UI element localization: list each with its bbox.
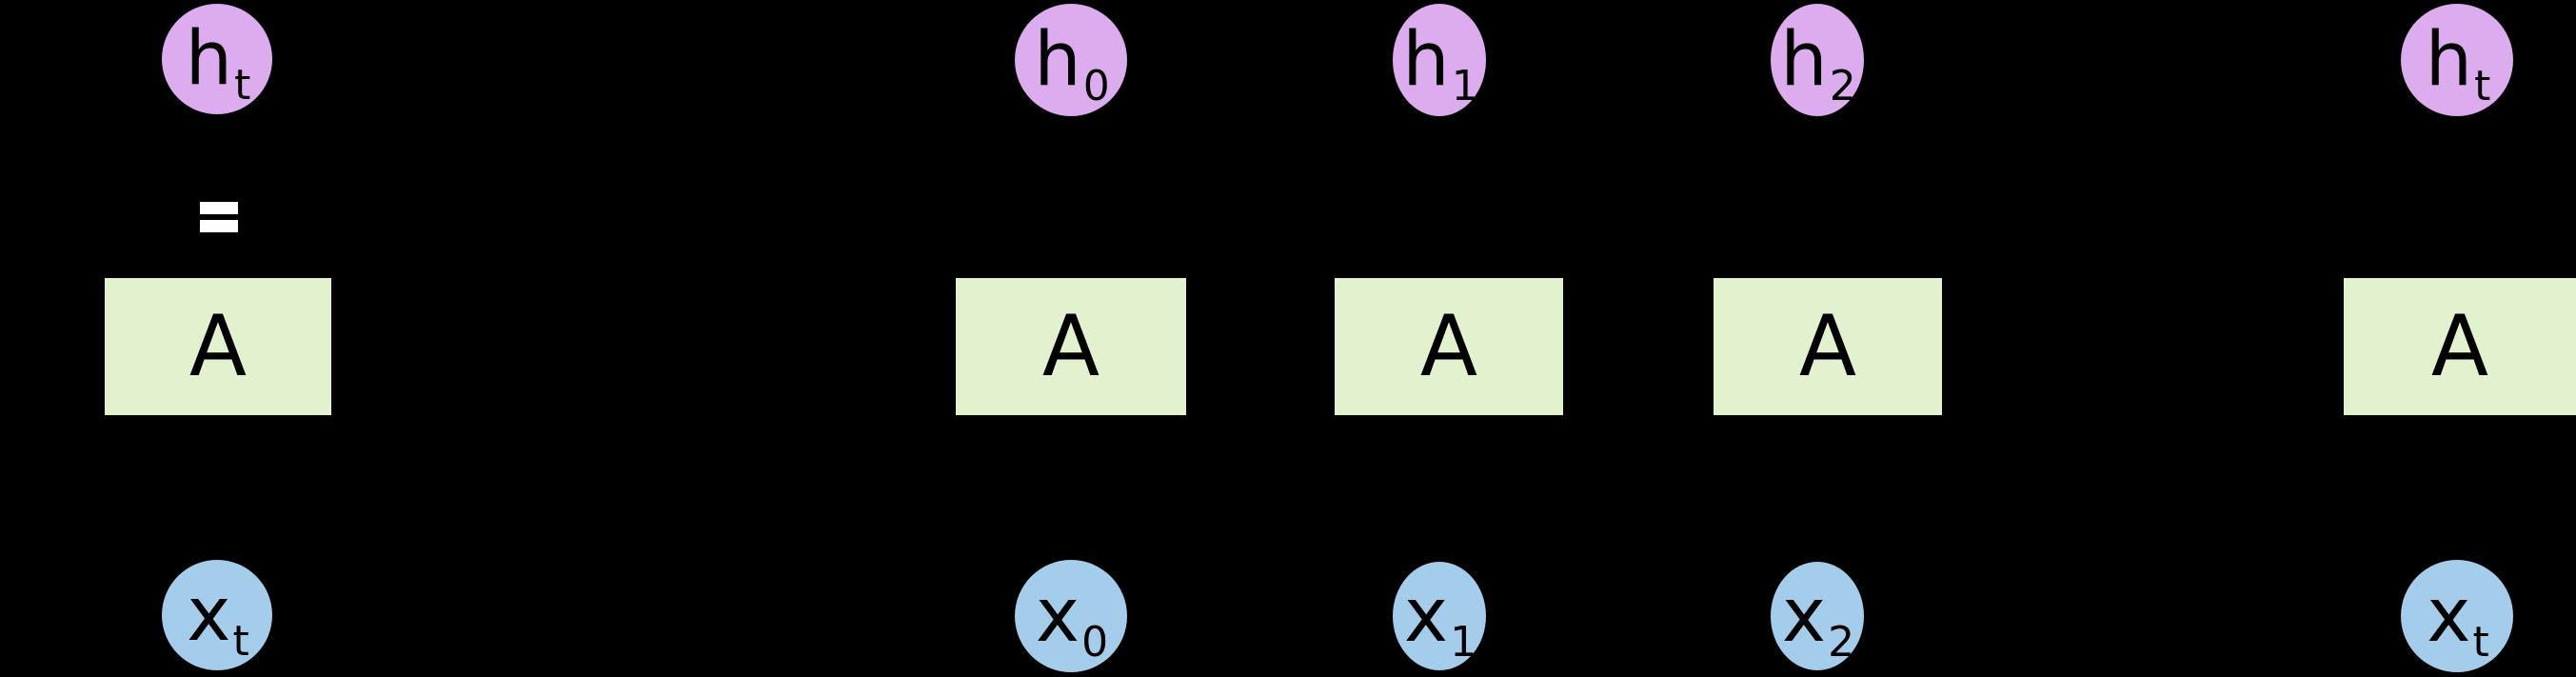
- hidden-state-label-step-0: h0: [1034, 17, 1110, 110]
- input-label-step-1: x1: [1403, 573, 1477, 667]
- rnn-cell-label-step-t: A: [2430, 297, 2489, 395]
- input-label-folded: xt: [187, 572, 249, 666]
- input-label-step-t: xt: [2427, 573, 2489, 667]
- equals-bar-top: [200, 202, 238, 214]
- rnn-cell-label-folded: A: [188, 297, 248, 395]
- input-node-step-0[interactable]: x0: [1015, 560, 1127, 672]
- hidden-state-node-step-0[interactable]: h0: [1015, 4, 1127, 116]
- equals-icon: [200, 202, 238, 232]
- rnn-cell-step-0[interactable]: A: [956, 278, 1186, 415]
- hidden-state-node-step-t[interactable]: ht: [2401, 4, 2513, 116]
- equals-bar-bottom: [200, 220, 238, 232]
- hidden-state-label-step-2: h2: [1780, 17, 1856, 110]
- input-node-step-t[interactable]: xt: [2401, 560, 2513, 672]
- hidden-state-node-step-2[interactable]: h2: [1771, 4, 1864, 116]
- rnn-cell-label-step-1: A: [1419, 297, 1478, 395]
- hidden-state-label-folded: ht: [185, 16, 251, 110]
- rnn-cell-label-step-2: A: [1798, 297, 1857, 395]
- rnn-cell-step-2[interactable]: A: [1714, 278, 1942, 415]
- input-node-step-2[interactable]: x2: [1771, 562, 1864, 670]
- hidden-state-label-step-1: h1: [1402, 17, 1478, 110]
- rnn-cell-step-t[interactable]: A: [2344, 278, 2576, 415]
- input-node-step-1[interactable]: x1: [1393, 562, 1486, 670]
- rnn-cell-folded[interactable]: A: [105, 278, 331, 415]
- rnn-cell-label-step-0: A: [1041, 297, 1100, 395]
- rnn-cell-step-1[interactable]: A: [1335, 278, 1563, 415]
- hidden-state-node-folded[interactable]: ht: [162, 4, 272, 114]
- input-node-folded[interactable]: xt: [162, 560, 272, 670]
- hidden-state-node-step-1[interactable]: h1: [1393, 4, 1486, 116]
- input-label-step-2: x2: [1781, 573, 1855, 667]
- hidden-state-label-step-t: ht: [2425, 17, 2491, 110]
- input-label-step-0: x0: [1035, 573, 1109, 667]
